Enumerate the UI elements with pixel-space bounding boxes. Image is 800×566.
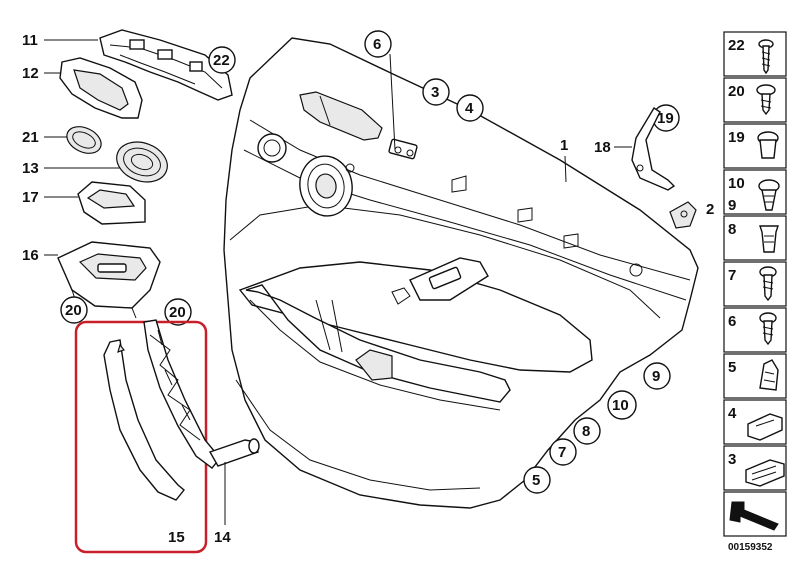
screw-7-icon: [759, 266, 777, 302]
label-3: 3: [431, 84, 439, 101]
sidebar-label-19: 19: [728, 129, 745, 146]
sidebar-label-7: 7: [728, 267, 736, 284]
clip-4-icon: [747, 413, 783, 441]
callout-circle-4: [456, 94, 484, 122]
fastener-sidebar: 22 20 19 10 9 8: [723, 31, 787, 553]
sidebar-label-8: 8: [728, 221, 736, 238]
part-15-grab-handle-cover: [103, 339, 185, 501]
highlight-box-15: [74, 320, 208, 554]
label-20b: 20: [169, 304, 186, 321]
label-16: 16: [22, 247, 39, 264]
label-22: 22: [213, 52, 230, 69]
leader-1: [564, 155, 567, 183]
sidebar-cell-5: [723, 353, 787, 399]
sidebar-label-9: 9: [728, 197, 736, 214]
part-1-door-trim-panel: [223, 37, 699, 509]
screw-20-icon: [756, 84, 776, 116]
callout-circle-10: [607, 390, 637, 420]
part-21-speaker-grille-small: [66, 126, 102, 154]
sidebar-label-4: 4: [728, 405, 737, 422]
callout-circle-5: [523, 466, 551, 494]
catalog-number: 00159352: [728, 542, 773, 553]
part-11-handle-bracket: [99, 29, 233, 101]
label-11: 11: [22, 32, 38, 49]
sidebar-cell-20: [723, 77, 787, 123]
label-20a: 20: [65, 302, 82, 319]
callout-circle-20a: [60, 296, 88, 324]
sidebar-label-6: 6: [728, 313, 736, 330]
label-7: 7: [558, 444, 566, 461]
label-19: 19: [657, 110, 674, 127]
callout-circle-22: [208, 46, 236, 74]
part-18-bracket: [631, 107, 676, 191]
callout-circle-20b: [164, 298, 192, 326]
label-14: 14: [214, 529, 231, 546]
part-2-clip: [669, 201, 697, 229]
screw-22-icon: [758, 39, 774, 75]
label-6: 6: [373, 36, 381, 53]
label-21: 21: [22, 129, 39, 146]
leader-6: [389, 53, 396, 151]
label-17: 17: [22, 189, 39, 206]
sidebar-label-22: 22: [728, 37, 745, 54]
label-5: 5: [532, 472, 540, 489]
callout-circle-9: [643, 362, 671, 390]
label-15: 15: [168, 529, 185, 546]
label-1: 1: [560, 137, 568, 154]
part-13-speaker-grille-large: [116, 141, 168, 183]
label-8: 8: [582, 423, 590, 440]
clip-19-icon: [757, 131, 779, 159]
label-9: 9: [652, 368, 660, 385]
label-2: 2: [706, 201, 714, 218]
sidebar-label-3: 3: [728, 451, 736, 468]
clip-3-icon: [745, 459, 785, 487]
callout-circle-3: [422, 78, 450, 106]
label-12: 12: [22, 65, 39, 82]
clip-10-icon: [758, 179, 780, 211]
sidebar-label-20: 20: [728, 83, 745, 100]
part-16-switch-bezel: [57, 241, 161, 319]
part-14-mounting-peg: [208, 438, 260, 467]
sidebar-cell-22: [723, 31, 787, 77]
label-10: 10: [612, 397, 629, 414]
clip-8-icon: [759, 225, 779, 253]
label-13: 13: [22, 160, 39, 177]
screw-6-icon: [759, 312, 777, 346]
callout-circle-6: [364, 30, 392, 58]
clip-5-icon: [759, 359, 779, 391]
part-15-grab-handle-carrier: [143, 319, 221, 469]
part-17-storage-tray: [77, 181, 146, 225]
label-18: 18: [594, 139, 611, 156]
callout-circle-7: [549, 438, 577, 466]
sidebar-label-5: 5: [728, 359, 736, 376]
part-12-handle-bezel: [59, 57, 143, 119]
callout-circle-8: [573, 417, 601, 445]
sidebar-label-10: 10: [728, 175, 745, 192]
label-4: 4: [465, 100, 474, 117]
arrow-symbol-icon: [729, 501, 779, 531]
